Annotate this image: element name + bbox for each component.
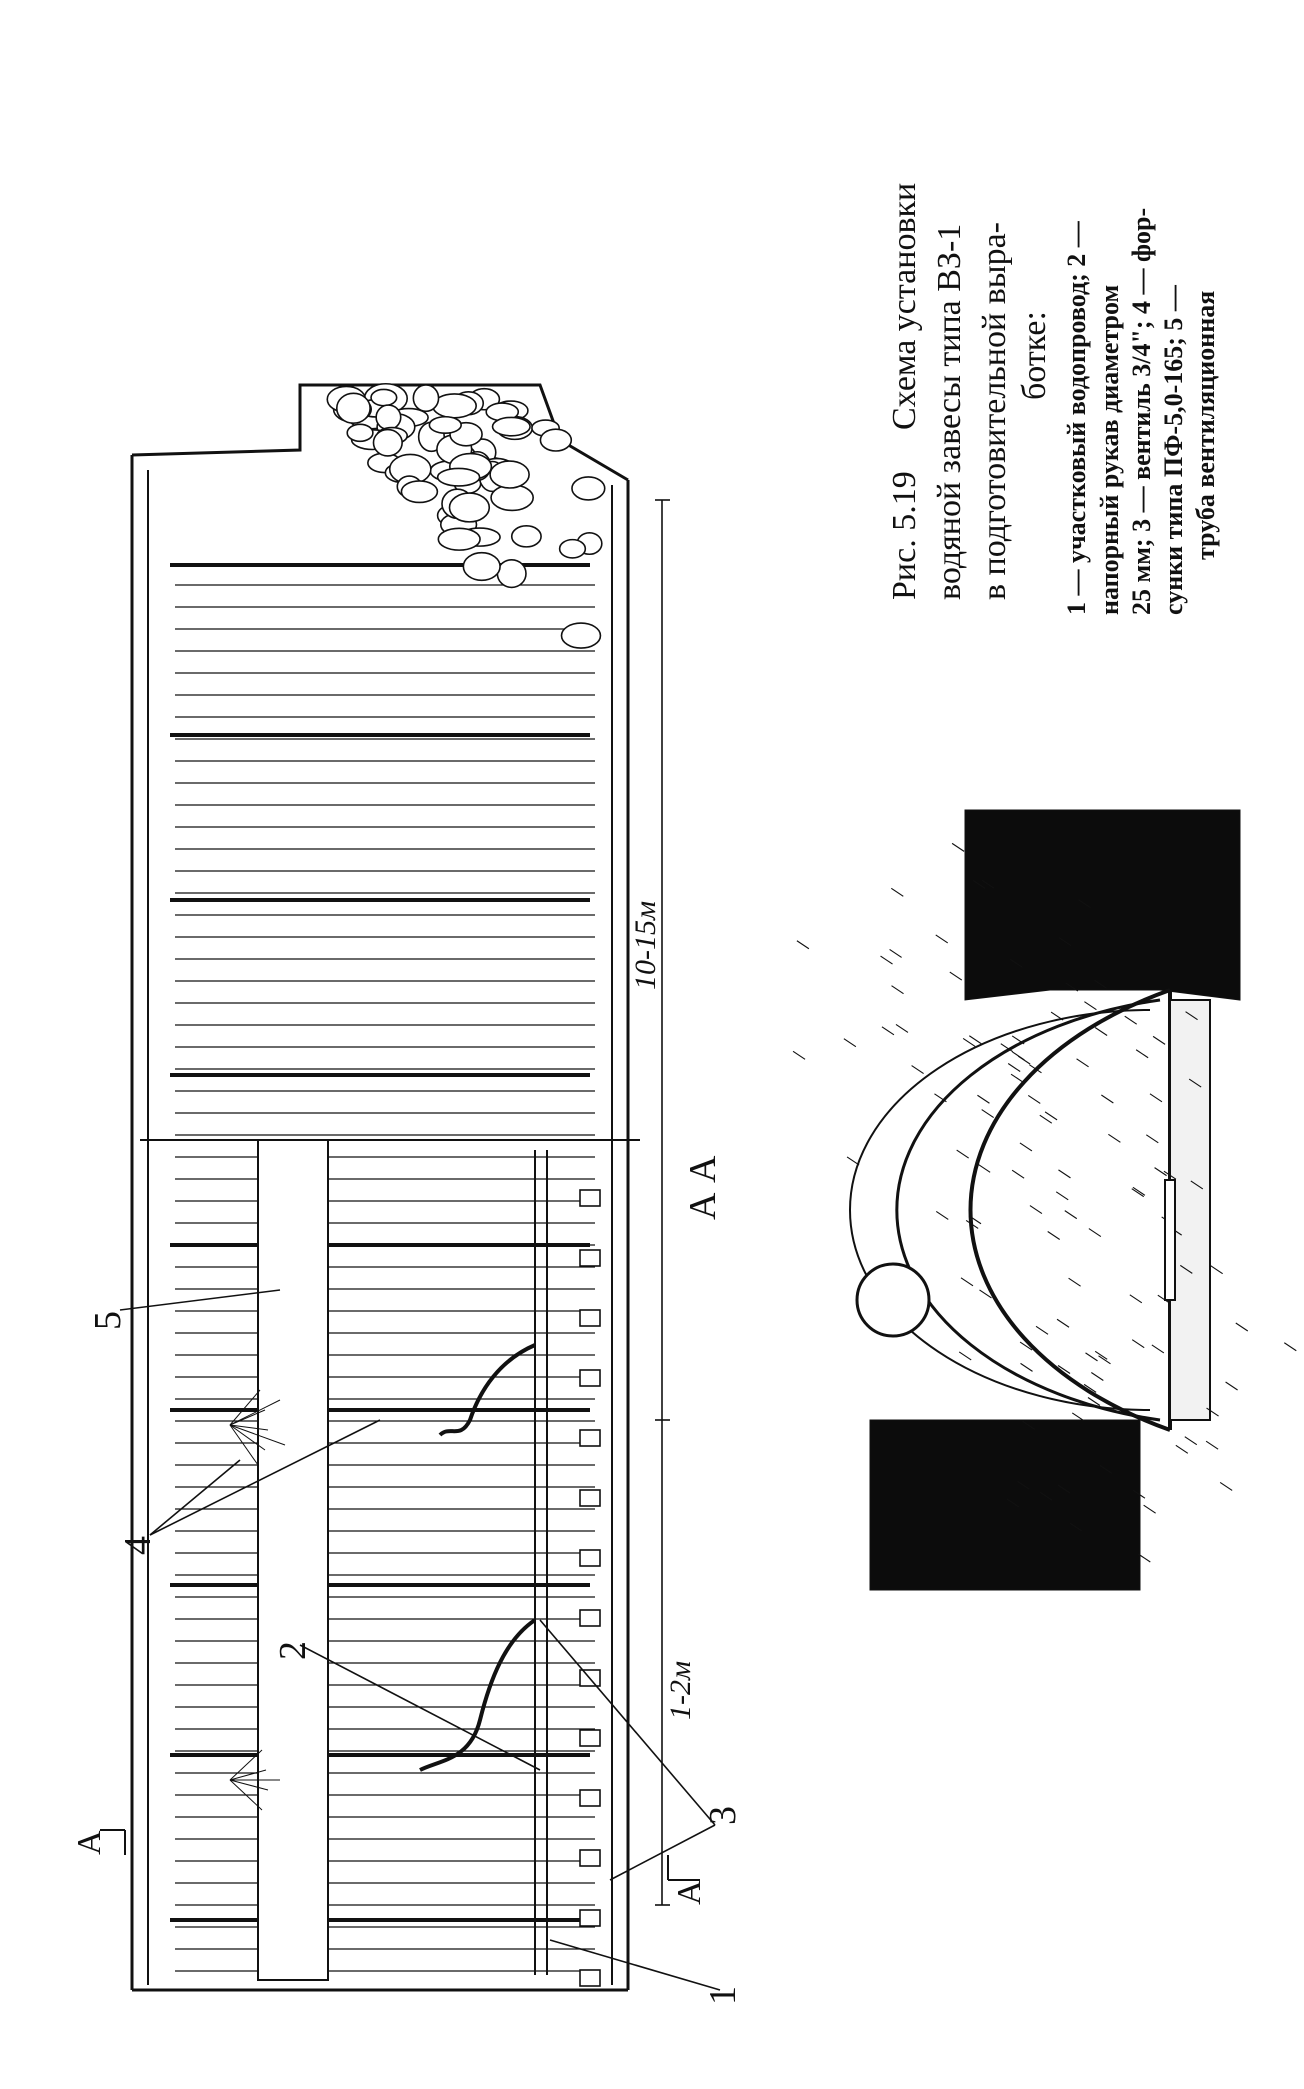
label-section-aa: А А xyxy=(682,1155,724,1220)
section-line-aa xyxy=(100,1829,700,1881)
cross-section-aa xyxy=(792,809,1297,1591)
label-4: 4 xyxy=(117,1536,159,1555)
arch-outline-inner xyxy=(895,998,1161,1422)
lagging-boards xyxy=(175,584,595,1972)
dimension-1-2m: 1-2м xyxy=(664,1661,697,1720)
cross-section-sprays xyxy=(792,842,1297,1563)
rock-wall-right xyxy=(611,480,630,1990)
arch-outline-lining xyxy=(849,1009,1151,1411)
nozzle-spray-upper xyxy=(229,1389,286,1466)
rock-mass-lower xyxy=(869,1419,1141,1591)
label-section-a-bottom: А xyxy=(671,1880,708,1905)
label-1: 1 xyxy=(702,1986,744,2005)
label-section-a-top: А xyxy=(71,1830,108,1855)
rock-wall-left xyxy=(130,455,149,1990)
tunnel-face-outline xyxy=(131,383,629,482)
caption-line-2: водяной завесы типа ВЗ-1 xyxy=(931,224,968,600)
legend-line-2: напорный рукав диаметром xyxy=(1095,285,1124,615)
dimension-lines xyxy=(655,499,670,1906)
pressure-hose-upper xyxy=(438,1343,536,1437)
caption-line-3: в подготовительной выра- xyxy=(976,222,1013,600)
pressure-hose-lower xyxy=(419,1618,537,1772)
rail-sleepers xyxy=(579,1189,601,1987)
caption-title: Рис. 5.19 xyxy=(886,471,923,600)
nozzle-spray-lower xyxy=(229,1749,280,1811)
label-5: 5 xyxy=(87,1311,129,1330)
ventilation-pipe-section xyxy=(855,1262,931,1338)
legend-line-1: 1 — участковый водопровод; 2 — xyxy=(1062,220,1091,615)
label-3: 3 xyxy=(702,1806,744,1825)
water-main-pipe xyxy=(534,1150,548,1975)
caption-line-4: ботке: xyxy=(1016,311,1053,400)
rock-pile xyxy=(326,382,606,649)
leader-lines xyxy=(119,1289,721,1991)
dimension-10-15m: 10-15м xyxy=(629,901,662,990)
ventilation-pipe xyxy=(257,1139,329,1981)
legend-line-3: 25 мм; 3 — вентиль 3/4"; 4 — фор- xyxy=(1127,208,1156,615)
water-pipe-section xyxy=(1164,1179,1176,1301)
label-2: 2 xyxy=(272,1641,314,1660)
rock-mass-upper xyxy=(964,809,1241,1001)
tunnel-plan-view xyxy=(100,382,721,1992)
caption-line-1: Схема установки xyxy=(886,183,923,430)
legend-line-5: труба вентиляционная xyxy=(1191,291,1220,560)
legend-line-4: сунки типа ПФ-5,0-165; 5 — xyxy=(1159,284,1188,615)
